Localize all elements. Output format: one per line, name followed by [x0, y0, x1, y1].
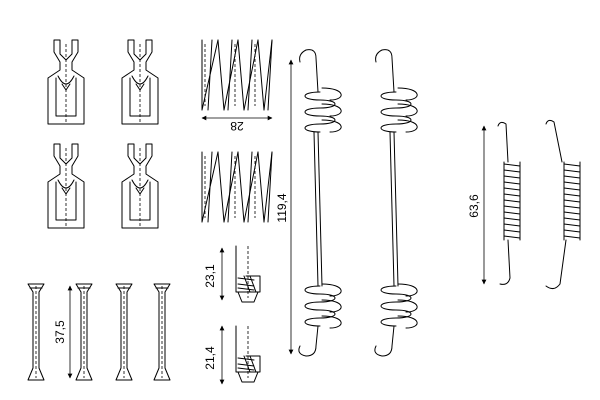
short-spring-2 — [545, 119, 581, 290]
dim-long-spring: 119,4 — [275, 59, 294, 355]
dim-short-spring: 63,6 — [467, 125, 487, 285]
pin-3 — [115, 283, 133, 381]
dim-spring-a: 23,1 — [203, 247, 225, 301]
clip-part-4 — [121, 143, 159, 229]
pin-1 — [27, 283, 45, 381]
long-spring-1 — [298, 49, 342, 357]
label-119-4: 119,4 — [275, 193, 289, 222]
hold-down-spring-b — [235, 325, 261, 383]
long-spring-2 — [374, 49, 418, 357]
pin-2 — [75, 283, 93, 381]
clip-part-3 — [47, 143, 85, 229]
clip-part-2 — [121, 39, 159, 125]
short-spring-1 — [497, 121, 521, 285]
hold-down-spring-a — [235, 245, 261, 303]
retainer-spring-2 — [201, 151, 273, 223]
dim-spring-b: 21,4 — [203, 325, 225, 385]
label-37-5: 37,5 — [53, 320, 67, 344]
label-21-4: 21,4 — [203, 346, 217, 370]
label-28: 28 — [230, 119, 244, 133]
label-63-6: 63,6 — [467, 194, 481, 218]
dim-retainer-width: 28 — [201, 115, 273, 133]
clip-part-1 — [47, 39, 85, 125]
dim-pin-length: 37,5 — [53, 285, 73, 379]
label-23-1: 23,1 — [203, 264, 217, 288]
retainer-spring-1 — [201, 39, 273, 111]
pin-4 — [153, 283, 171, 381]
